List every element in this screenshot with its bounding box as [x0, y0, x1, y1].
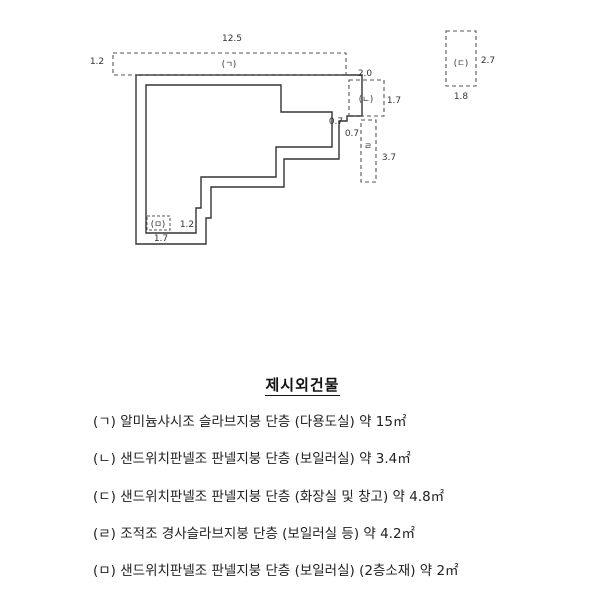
annex-a-dashed-outline	[112, 52, 347, 76]
dimension-detached-height: 2.7	[481, 56, 495, 66]
annex-b-label: (ㄴ)	[359, 95, 373, 105]
annex-b-dashed-outline	[348, 79, 385, 117]
dimension-side-height: 3.7	[382, 153, 396, 163]
legend-item: (ㅁ) 샌드위치판넬조 판넬지붕 단층 (보일러실) (2층소재) 약 2㎡	[93, 563, 459, 580]
legend-item: (ㄷ) 샌드위치판넬조 판넬지붕 단층 (화장실 및 창고) 약 4.8㎡	[93, 488, 445, 505]
dimension-step-b: 0.7	[345, 129, 359, 139]
legend-list: (ㄱ) 알미늄샤시조 슬라브지붕 단층 (다용도실) 약 15㎡ (ㄴ) 샌드위…	[0, 412, 605, 598]
dimension-small-room-width: 1.7	[154, 234, 168, 244]
dimension-detached-width: 1.8	[454, 92, 469, 102]
legend-title-text: 제시외건물	[265, 376, 340, 396]
annex-d-dashed-outline	[360, 119, 377, 183]
dimension-annex-height: 1.7	[387, 96, 401, 106]
annex-e-label: (ㅁ)	[151, 220, 165, 230]
legend-item: (ㄹ) 조적조 경사슬라브지붕 단층 (보일러실 등) 약 4.2㎡	[93, 525, 416, 542]
annex-a-label: (ㄱ)	[222, 60, 236, 70]
dimension-top-width: 12.5	[222, 34, 242, 44]
dimension-small-room-height: 1.2	[180, 220, 194, 230]
dimension-step-a: 0.7	[329, 117, 343, 127]
legend-title: 제시외건물	[0, 374, 605, 396]
main-building-inner-outline	[145, 84, 333, 234]
annex-e-dashed-outline	[146, 215, 171, 231]
annex-c-dashed-outline	[445, 30, 477, 87]
annex-c-label: (ㄷ)	[454, 59, 468, 69]
annex-d-label: ㄹ	[364, 142, 372, 152]
legend-item: (ㄴ) 샌드위치판넬조 판넬지붕 단층 (보일러실) 약 3.4㎡	[93, 451, 411, 468]
dimension-left-height: 1.2	[90, 57, 104, 67]
dimension-annex-width: 2.0	[358, 69, 373, 79]
legend-item: (ㄱ) 알미늄샤시조 슬라브지붕 단층 (다용도실) 약 15㎡	[93, 414, 407, 430]
